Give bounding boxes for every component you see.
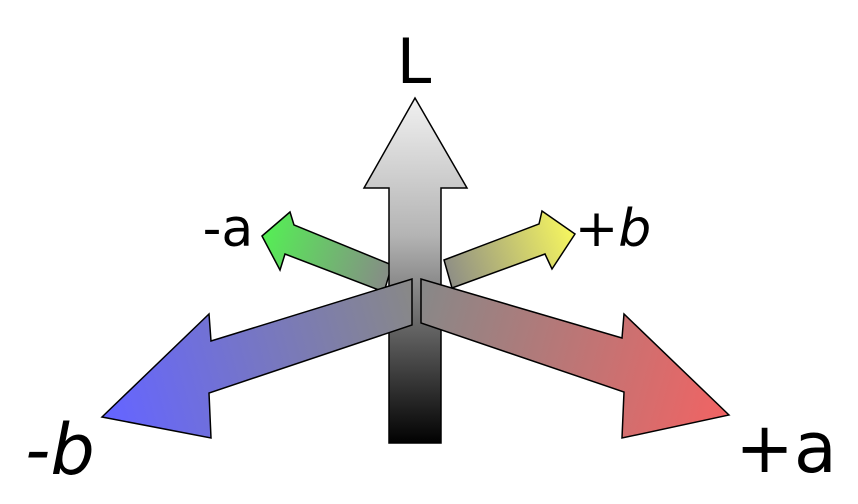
- label-plus-a: +a: [735, 407, 837, 489]
- minus-b-arrow: [100, 277, 413, 439]
- label-l: L: [397, 25, 432, 98]
- lightness-arrow: [362, 96, 469, 444]
- label-minus-b: -b: [25, 409, 95, 491]
- label-plus-b: +b: [575, 199, 652, 259]
- minus-a-arrow: [261, 210, 393, 293]
- plus-a-arrow: [420, 277, 731, 439]
- label-minus-a: -a: [203, 199, 254, 259]
- plus-b-arrow: [443, 209, 577, 289]
